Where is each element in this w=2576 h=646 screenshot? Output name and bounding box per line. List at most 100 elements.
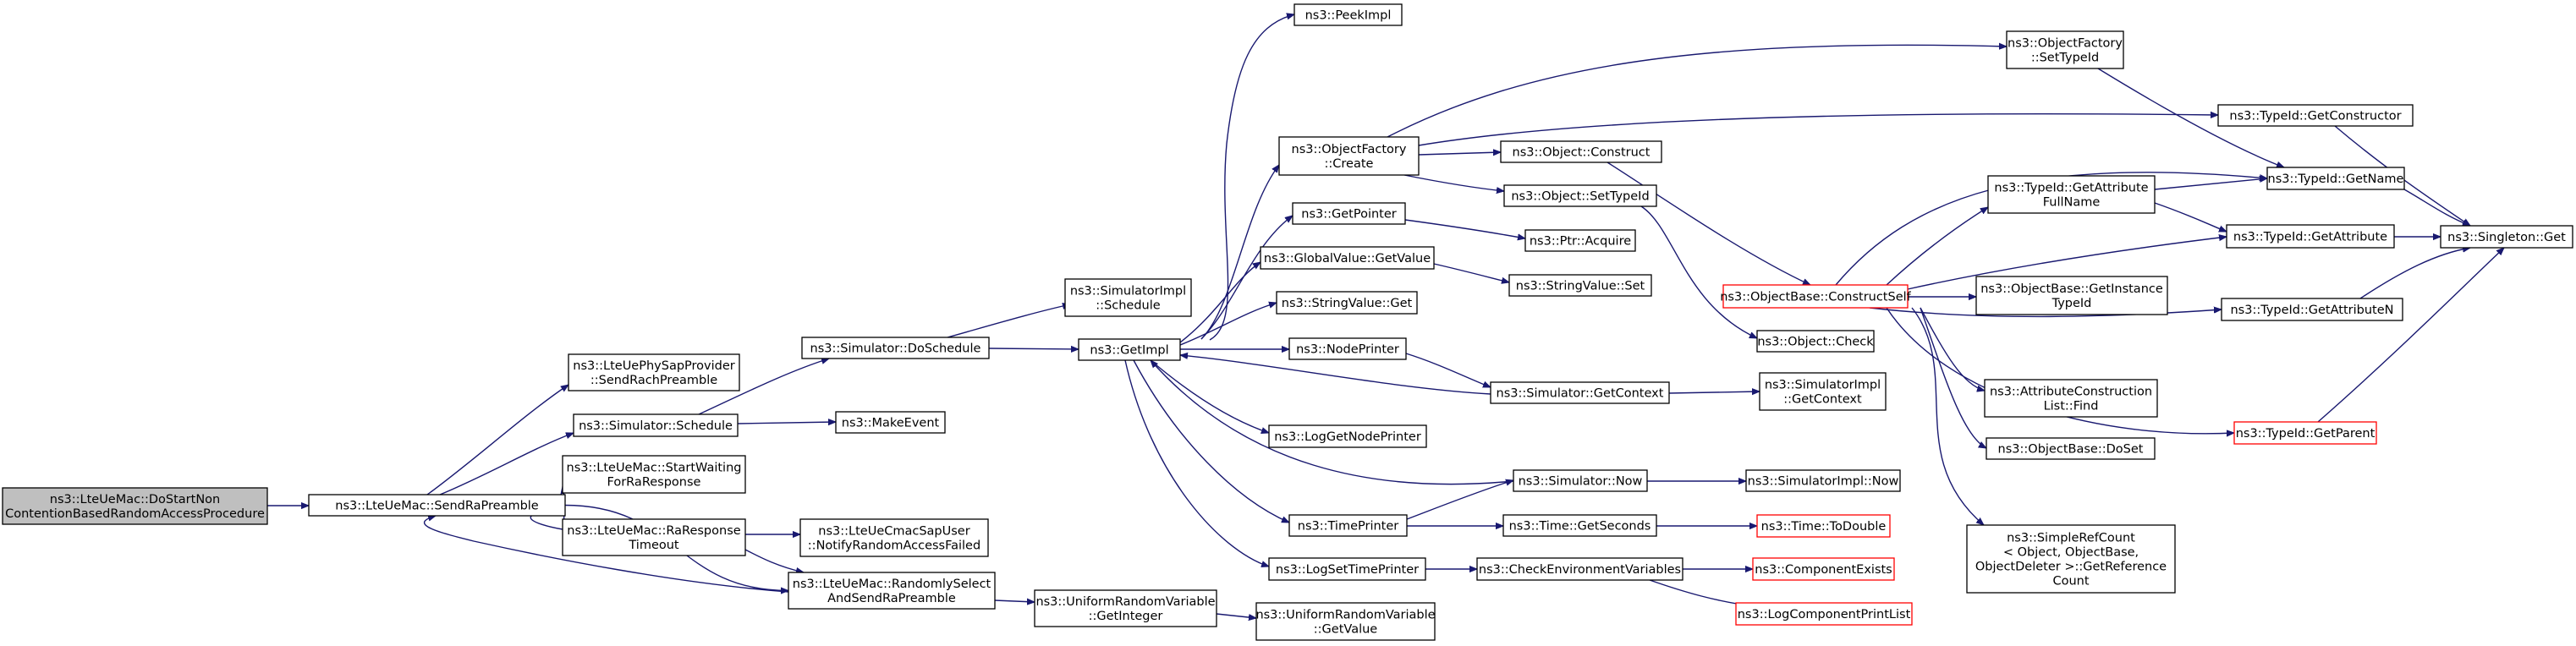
node-box[interactable] — [2233, 421, 2377, 445]
function-node[interactable]: ns3::Simulator::Now — [1513, 469, 1648, 492]
function-node[interactable]: ns3::TimePrinter — [1288, 514, 1408, 537]
function-node[interactable]: ns3::SimulatorImpl::Schedule — [1064, 278, 1192, 317]
function-node[interactable]: ns3::Ptr::Acquire — [1524, 229, 1636, 252]
node-box[interactable] — [1503, 184, 1657, 207]
node-box[interactable] — [1756, 330, 1875, 353]
node-box[interactable] — [1987, 175, 2156, 214]
function-node[interactable]: ns3::Object::Check — [1756, 330, 1875, 353]
function-node[interactable]: ns3::ComponentExists — [1752, 557, 1895, 581]
node-box[interactable] — [1752, 557, 1895, 581]
node-box[interactable] — [1524, 229, 1636, 252]
function-node[interactable]: ns3::TypeId::GetParent — [2233, 421, 2377, 445]
node-box[interactable] — [573, 413, 739, 437]
function-node[interactable]: ns3::Simulator::Schedule — [573, 413, 739, 437]
node-box[interactable] — [1966, 524, 2176, 594]
function-node[interactable]: ns3::PeekImpl — [1293, 3, 1403, 26]
node-box[interactable] — [1500, 140, 1662, 163]
function-node[interactable]: ns3::GetPointer — [1292, 202, 1406, 225]
node-box[interactable] — [1508, 274, 1652, 297]
node-box[interactable] — [1255, 602, 1436, 641]
function-node[interactable]: ns3::ObjectBase::ConstructSelf — [1720, 284, 1912, 309]
node-box[interactable] — [1034, 589, 1217, 627]
function-node[interactable]: ns3::TypeId::GetAttribute — [2226, 224, 2395, 249]
node-box[interactable] — [1288, 514, 1408, 537]
function-node[interactable]: ns3::SimpleRefCount< Object, ObjectBase,… — [1966, 524, 2176, 594]
function-node[interactable]: ns3::SimulatorImpl::Now — [1745, 469, 1901, 492]
function-node[interactable]: ns3::GlobalValue::GetValue — [1260, 246, 1435, 270]
function-node[interactable]: ns3::Object::Construct — [1500, 140, 1662, 163]
node-box[interactable] — [1476, 557, 1683, 581]
function-node[interactable]: ns3::StringValue::Get — [1276, 291, 1418, 315]
node-box[interactable] — [1293, 3, 1403, 26]
node-box[interactable] — [1292, 202, 1406, 225]
node-box[interactable] — [799, 518, 989, 557]
node-box[interactable] — [1490, 381, 1670, 404]
node-box[interactable] — [2217, 104, 2414, 127]
node-box[interactable] — [1502, 514, 1657, 537]
function-node[interactable]: ns3::TypeId::GetName — [2266, 167, 2405, 190]
function-node[interactable]: ns3::TypeId::GetAttributeN — [2221, 298, 2403, 321]
function-node[interactable]: ns3::Time::GetSeconds — [1502, 514, 1657, 537]
function-node[interactable]: ns3::Time::ToDouble — [1756, 514, 1891, 538]
function-node[interactable]: ns3::SimulatorImpl::GetContext — [1759, 372, 1887, 411]
function-node[interactable]: ns3::LogGetNodePrinter — [1268, 424, 1427, 448]
function-node[interactable]: ns3::LteUeCmacSapUser::NotifyRandomAcces… — [799, 518, 989, 557]
function-node[interactable]: ns3::LteUePhySapProvider::SendRachPreamb… — [568, 353, 740, 391]
function-node[interactable]: ns3::Simulator::DoSchedule — [801, 337, 990, 359]
node-box[interactable] — [1064, 278, 1192, 317]
function-node[interactable]: ns3::Singleton::Get — [2440, 225, 2573, 249]
function-node[interactable]: ns3::Simulator::GetContext — [1490, 381, 1670, 404]
function-node[interactable]: ns3::Object::SetTypeId — [1503, 184, 1657, 207]
node-box[interactable] — [1288, 337, 1407, 360]
node-box[interactable] — [2440, 225, 2573, 249]
node-box[interactable] — [1745, 469, 1901, 492]
node-box[interactable] — [1975, 276, 2168, 315]
function-node[interactable]: ns3::LteUeMac::DoStartNonContentionBased… — [2, 487, 268, 525]
node-box[interactable] — [1756, 514, 1891, 538]
node-box[interactable] — [835, 411, 946, 434]
node-box[interactable] — [2221, 298, 2403, 321]
node-box[interactable] — [1986, 437, 2156, 460]
function-node[interactable]: ns3::CheckEnvironmentVariables — [1476, 557, 1683, 581]
node-box[interactable] — [1735, 602, 1913, 626]
function-node[interactable]: ns3::GetImpl — [1078, 338, 1181, 361]
function-node[interactable]: ns3::StringValue::Set — [1508, 274, 1652, 297]
function-node[interactable]: ns3::ObjectFactory::SetTypeId — [2006, 30, 2124, 69]
function-node[interactable]: ns3::UniformRandomVariable::GetInteger — [1034, 589, 1217, 627]
node-box[interactable] — [2006, 30, 2124, 69]
function-node[interactable]: ns3::TypeId::GetConstructor — [2217, 104, 2414, 127]
function-node[interactable]: ns3::ObjectBase::DoSet — [1986, 437, 2156, 460]
function-node[interactable]: ns3::MakeEvent — [835, 411, 946, 434]
node-box[interactable] — [568, 353, 740, 391]
node-box[interactable] — [1268, 424, 1427, 448]
node-box[interactable] — [2226, 224, 2395, 249]
node-box[interactable] — [1268, 557, 1426, 581]
function-node[interactable]: ns3::LteUeMac::RandomlySelectAndSendRaPr… — [788, 572, 996, 610]
node-box[interactable] — [1513, 469, 1648, 492]
node-box[interactable] — [1984, 379, 2158, 418]
node-box[interactable] — [562, 455, 746, 494]
node-box[interactable] — [1276, 291, 1418, 315]
node-box[interactable] — [1278, 136, 1420, 176]
node-box[interactable] — [788, 572, 996, 610]
function-node[interactable]: ns3::LogSetTimePrinter — [1268, 557, 1426, 581]
node-box[interactable] — [308, 494, 566, 517]
function-node[interactable]: ns3::UniformRandomVariable::GetValue — [1255, 602, 1436, 641]
node-box[interactable] — [801, 337, 990, 359]
node-box[interactable] — [562, 518, 746, 556]
function-node[interactable]: ns3::LteUeMac::SendRaPreamble — [308, 494, 566, 517]
function-node[interactable]: ns3::LogComponentPrintList — [1735, 602, 1913, 626]
function-node[interactable]: ns3::NodePrinter — [1288, 337, 1407, 360]
node-box[interactable] — [1722, 284, 1909, 309]
node-box[interactable] — [2266, 167, 2405, 190]
node-box[interactable] — [1078, 338, 1181, 361]
node-box[interactable] — [2, 487, 268, 525]
node-box[interactable] — [1260, 246, 1435, 270]
function-node[interactable]: ns3::ObjectFactory::Create — [1278, 136, 1420, 176]
node-box[interactable] — [1759, 372, 1887, 411]
